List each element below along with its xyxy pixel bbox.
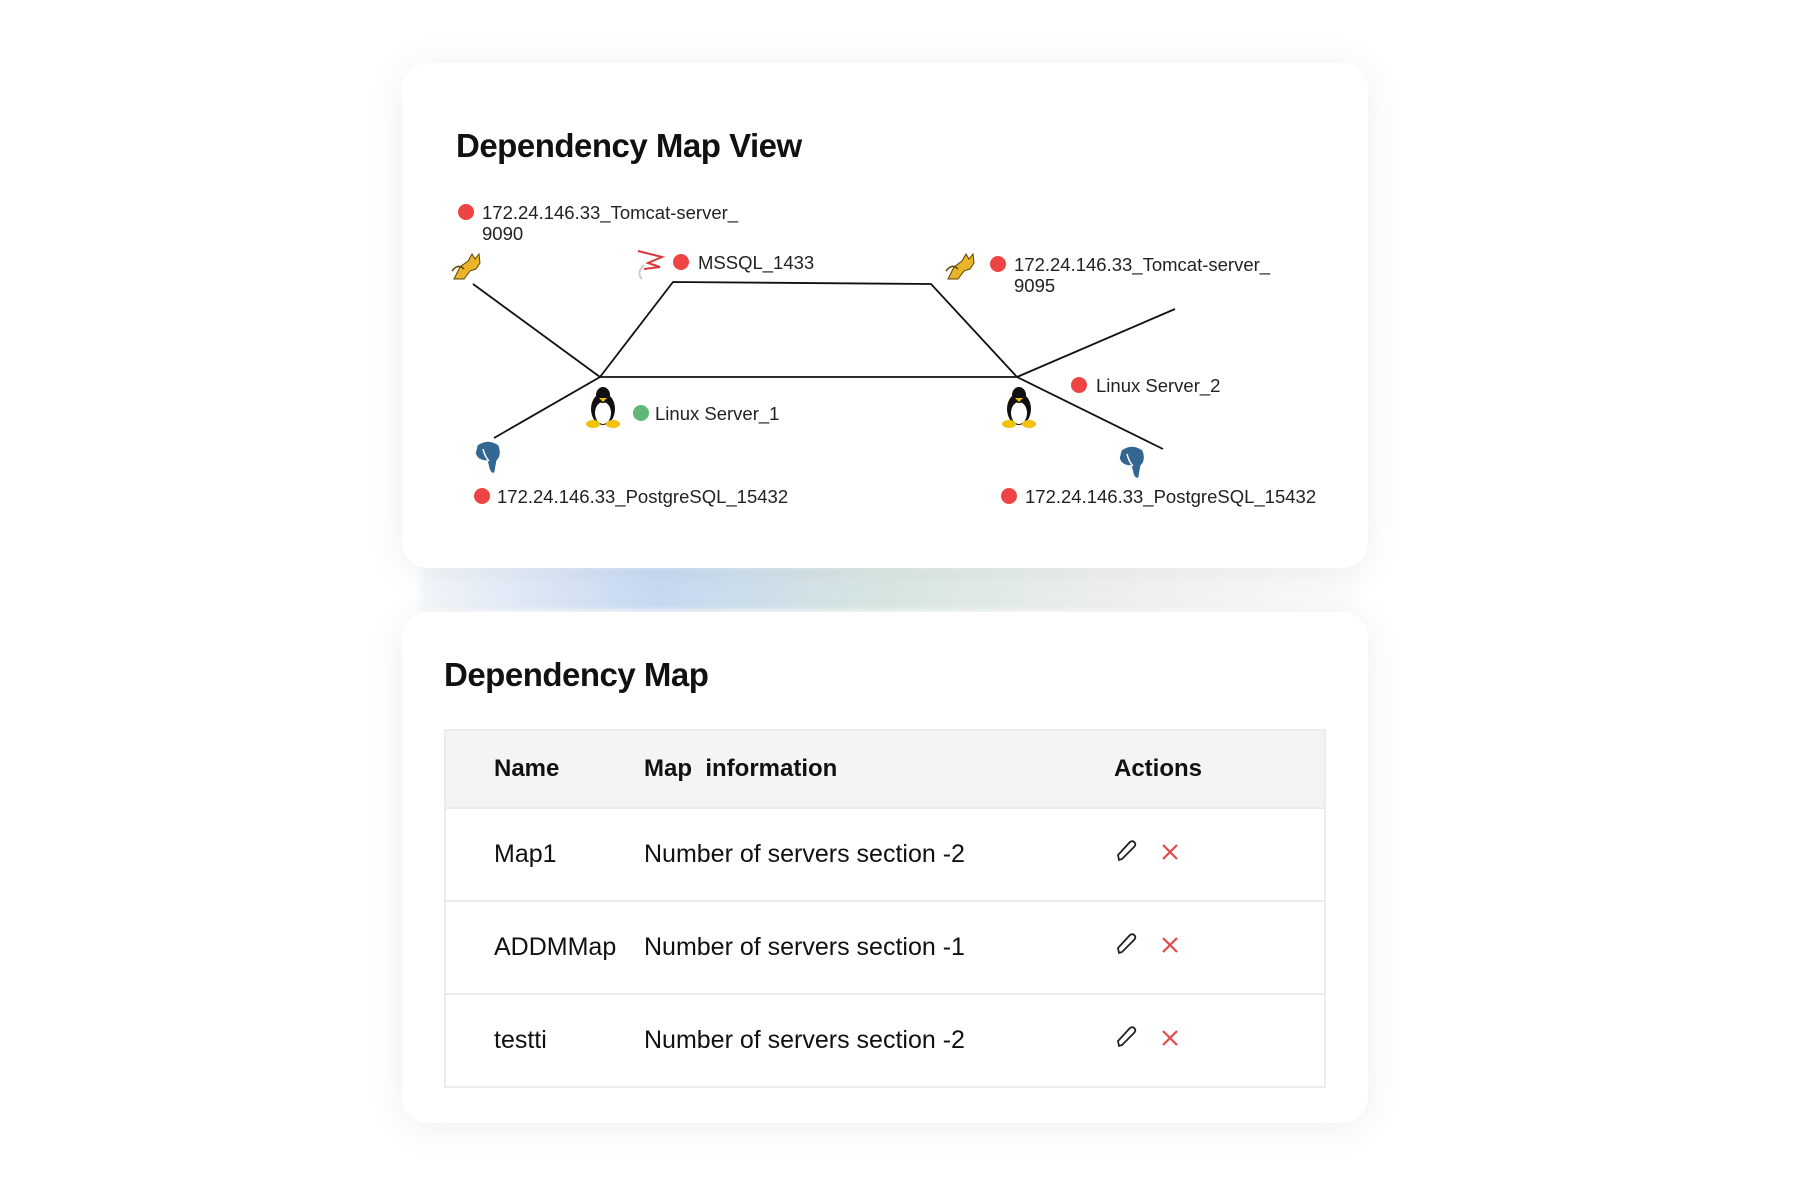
table-row: testti Number of servers section -2: [445, 993, 1325, 1087]
column-header-name: Name: [445, 730, 644, 808]
table-row: ADDMMap Number of servers section -1: [445, 900, 1325, 994]
delete-close-icon[interactable]: [1160, 1026, 1180, 1055]
label-line1: 172.24.146.33_Tomcat-server_: [482, 202, 739, 223]
node-label-pg1[interactable]: 172.24.146.33_PostgreSQL_15432: [497, 486, 789, 507]
map-name[interactable]: Map1: [445, 807, 644, 901]
column-header-map-information: Map information: [644, 730, 1114, 808]
node-label-linux2[interactable]: Linux Server_2: [1096, 375, 1221, 396]
postgresql-elephant-icon[interactable]: [1115, 444, 1149, 480]
node-label-mssql[interactable]: MSSQL_1433: [698, 252, 815, 273]
tomcat-icon[interactable]: [450, 251, 486, 281]
delete-close-icon[interactable]: [1160, 933, 1180, 962]
status-dot-linux2: [1071, 377, 1087, 393]
status-dot-tomcat1: [458, 204, 474, 220]
link-linux1-mssql-tomcat2-linux2: [599, 281, 1018, 378]
postgresql-elephant-icon[interactable]: [471, 439, 505, 475]
link-linux2-upper: [1016, 308, 1176, 378]
edit-pencil-icon[interactable]: [1114, 1025, 1138, 1056]
dependency-map-table: Name Map information Actions Map1 Number…: [444, 729, 1326, 1088]
status-dot-tomcat2: [990, 256, 1006, 272]
status-dot-pg2: [1001, 488, 1017, 504]
linux-penguin-icon[interactable]: [584, 385, 622, 429]
status-dot-mssql: [673, 254, 689, 270]
link-linux2-pg2: [1016, 376, 1164, 450]
table-header-row: Name Map information Actions: [445, 730, 1325, 808]
decorative-gradient: [420, 566, 1360, 610]
dependency-map-view-card: Dependency Map View 172.24.146.33_Tomcat…: [402, 63, 1368, 568]
edit-pencil-icon[interactable]: [1114, 839, 1138, 870]
delete-close-icon[interactable]: [1160, 840, 1180, 869]
label-line2: 9095: [1014, 275, 1056, 296]
column-header-actions: Actions: [1114, 730, 1325, 808]
dependency-links: [472, 281, 1176, 450]
link-linux1-pg1: [493, 376, 601, 439]
status-dot-linux1: [633, 405, 649, 421]
tomcat-icon[interactable]: [944, 251, 980, 281]
node-label-tomcat2[interactable]: 172.24.146.33_Tomcat-server_9095: [1014, 254, 1270, 296]
dependency-map-card: Dependency Map Name Map information Acti…: [402, 612, 1368, 1123]
mssql-icon[interactable]: [634, 247, 666, 281]
node-label-tomcat1[interactable]: 172.24.146.33_Tomcat-server_9090: [482, 202, 738, 244]
edit-pencil-icon[interactable]: [1114, 932, 1138, 963]
map-information: Number of servers section -1: [644, 900, 1114, 994]
label-line1: 172.24.146.33_Tomcat-server_: [1014, 254, 1271, 275]
label-line2: 9090: [482, 223, 524, 244]
node-label-pg2[interactable]: 172.24.146.33_PostgreSQL_15432: [1025, 486, 1317, 507]
map-information: Number of servers section -2: [644, 993, 1114, 1087]
node-label-linux1[interactable]: Linux Server_1: [655, 403, 780, 424]
map-information: Number of servers section -2: [644, 807, 1114, 901]
link-tomcat1-linux1: [472, 283, 601, 378]
table-row: Map1 Number of servers section -2: [445, 807, 1325, 901]
map-view-title: Dependency Map View: [456, 127, 802, 164]
linux-penguin-icon[interactable]: [1000, 385, 1038, 429]
map-name[interactable]: ADDMMap: [445, 900, 644, 994]
map-name[interactable]: testti: [445, 993, 644, 1087]
dependency-map-title: Dependency Map: [444, 656, 709, 693]
status-dot-pg1: [474, 488, 490, 504]
